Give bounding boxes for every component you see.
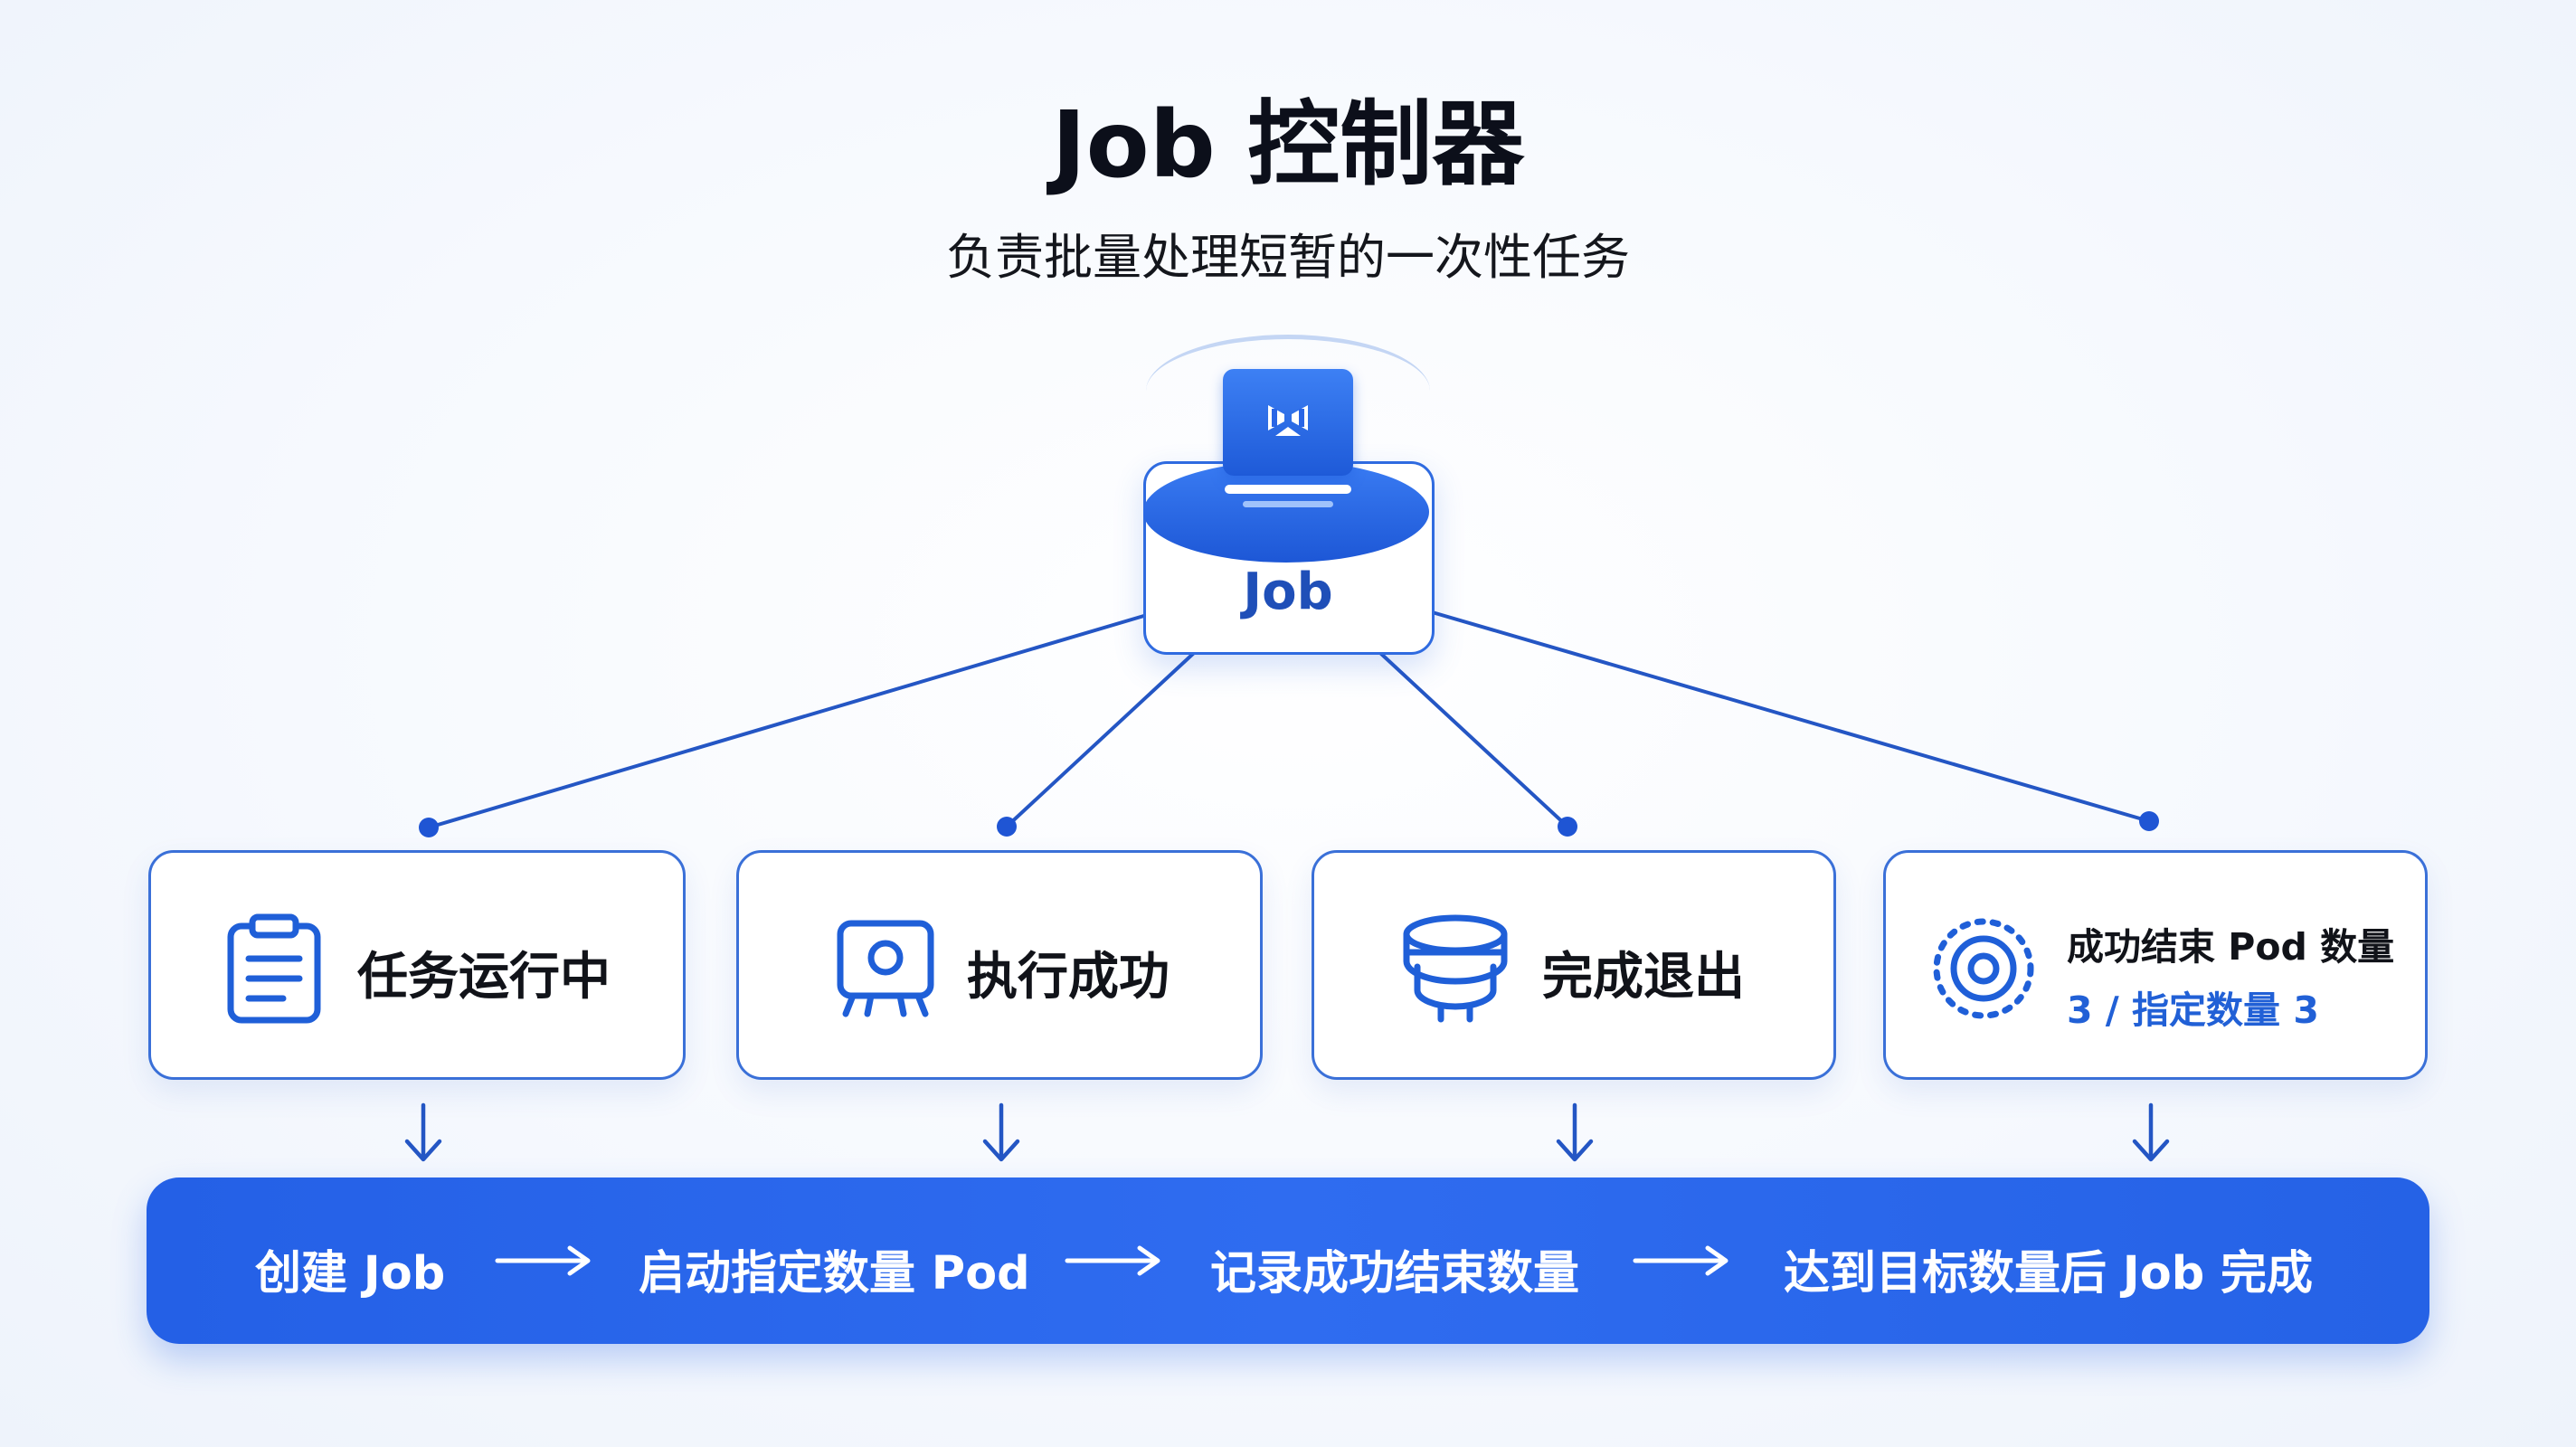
- long-arrow-right-icon: [1064, 1243, 1163, 1282]
- flow-step-4: 达到目标数量后 Job 完成: [1784, 1247, 2314, 1300]
- job-hub-node: Job: [1143, 335, 1435, 656]
- connector-dot-3: [1558, 817, 1577, 837]
- long-arrow-right-icon: [494, 1243, 593, 1282]
- connector-line-3: [1378, 651, 1569, 828]
- down-arrow-icon-3: [1556, 1102, 1594, 1162]
- down-arrow-icon-1: [404, 1102, 442, 1162]
- connector-dot-1: [419, 818, 439, 837]
- hub-label: Job: [1243, 563, 1333, 621]
- connector-line-2: [1005, 651, 1196, 828]
- card-label: 执行成功: [967, 948, 1170, 1007]
- status-card-success-count: 成功结束 Pod 数量 3 / 指定数量 3: [1883, 850, 2428, 1080]
- card-label: 任务运行中: [357, 948, 611, 1007]
- down-arrow-icon-2: [982, 1102, 1020, 1162]
- status-card-running: 任务运行中: [148, 850, 686, 1080]
- status-card-completed: 完成退出: [1312, 850, 1836, 1080]
- connector-dot-2: [997, 817, 1017, 837]
- connector-line-1: [427, 613, 1149, 829]
- flow-step-3: 记录成功结束数量: [1210, 1247, 1580, 1300]
- down-arrow-icon-4: [2132, 1102, 2170, 1162]
- connector-dot-4: [2139, 811, 2159, 831]
- success-count-label: 成功结束 Pod 数量: [2067, 925, 2395, 969]
- card-label: 完成退出: [1542, 948, 1745, 1007]
- connector-line-4: [1427, 610, 2151, 823]
- hub-screen-stand: [1225, 485, 1351, 494]
- job-flow-bar: 创建 Job 启动指定数量 Pod 记录成功结束数量 达到目标数量后 Job 完…: [147, 1177, 2429, 1344]
- monitor-icon: [835, 918, 936, 1023]
- hub-screen-stand-base: [1243, 501, 1333, 507]
- success-count-value: 3 / 指定数量 3: [2067, 988, 2319, 1032]
- clipboard-icon: [223, 913, 325, 1029]
- page-title: Job 控制器: [1051, 91, 1525, 199]
- hub-disc: [1143, 461, 1429, 563]
- job-controller-icon: [1223, 369, 1353, 476]
- long-arrow-right-icon: [1632, 1243, 1731, 1282]
- stack-icon: [1399, 913, 1511, 1030]
- target-icon: [1929, 914, 2038, 1026]
- hub-glow-arc: [1146, 335, 1430, 448]
- page-subtitle: 负责批量处理短暂的一次性任务: [946, 229, 1630, 286]
- flow-step-2: 启动指定数量 Pod: [639, 1247, 1030, 1300]
- status-card-succeeded: 执行成功: [736, 850, 1263, 1080]
- flow-step-1: 创建 Job: [255, 1247, 446, 1300]
